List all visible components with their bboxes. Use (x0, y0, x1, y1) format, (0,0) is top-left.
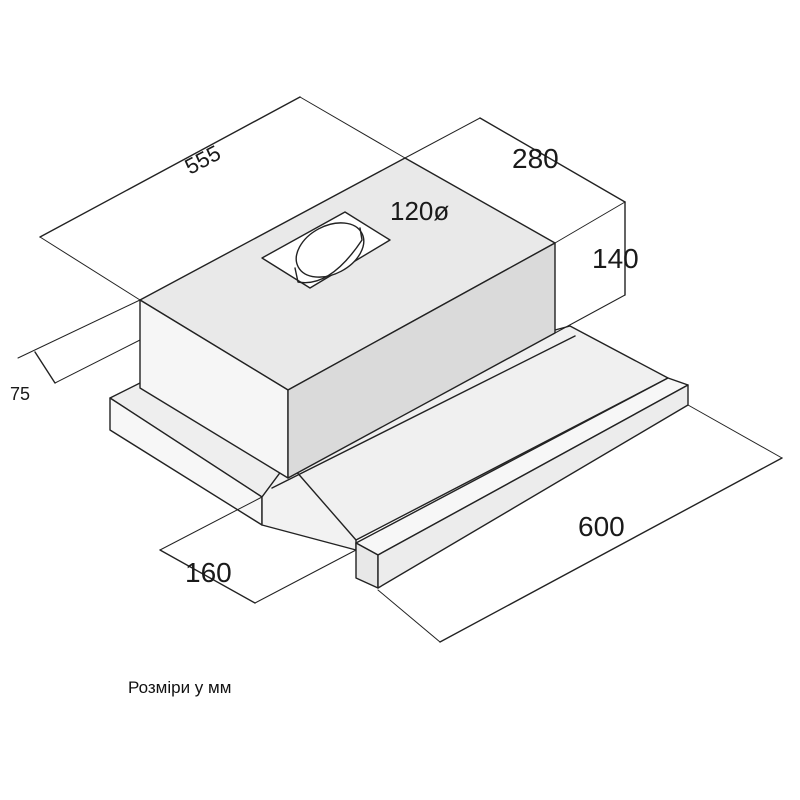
label-depth-top: 280 (512, 143, 559, 174)
duct-pipe-side (294, 227, 363, 284)
units-caption: Розміри у мм (128, 678, 232, 697)
label-total-width: 600 (578, 511, 625, 542)
dim-75-line (34, 351, 56, 384)
dim-600-ext-right (687, 404, 783, 459)
label-width-top: 555 (181, 140, 225, 179)
dim-555-line (39, 96, 301, 238)
dim-160-ext-right (254, 549, 357, 604)
dim-160-ext-left (159, 496, 263, 551)
dim-555-ext-right (299, 96, 406, 159)
label-duct-diameter: 120ø (390, 196, 449, 226)
dim-600-line (439, 457, 783, 643)
slide-panel-edge (271, 335, 576, 489)
dim-140-ext-bottom (554, 294, 626, 334)
dim-280-ext-left (404, 117, 481, 159)
label-height-body: 140 (592, 243, 639, 274)
label-offset-left: 75 (10, 384, 30, 404)
dim-600-ext-left (377, 589, 441, 643)
label-tray-depth: 160 (185, 557, 232, 588)
dim-75-ext-top (17, 299, 141, 359)
dim-280-line (479, 117, 626, 203)
duct-opening (295, 222, 365, 278)
dim-555-ext-left (39, 236, 141, 301)
dim-75-ext-bottom (54, 339, 141, 384)
dim-280-ext-right (554, 201, 626, 244)
dim-160-line (159, 549, 256, 604)
